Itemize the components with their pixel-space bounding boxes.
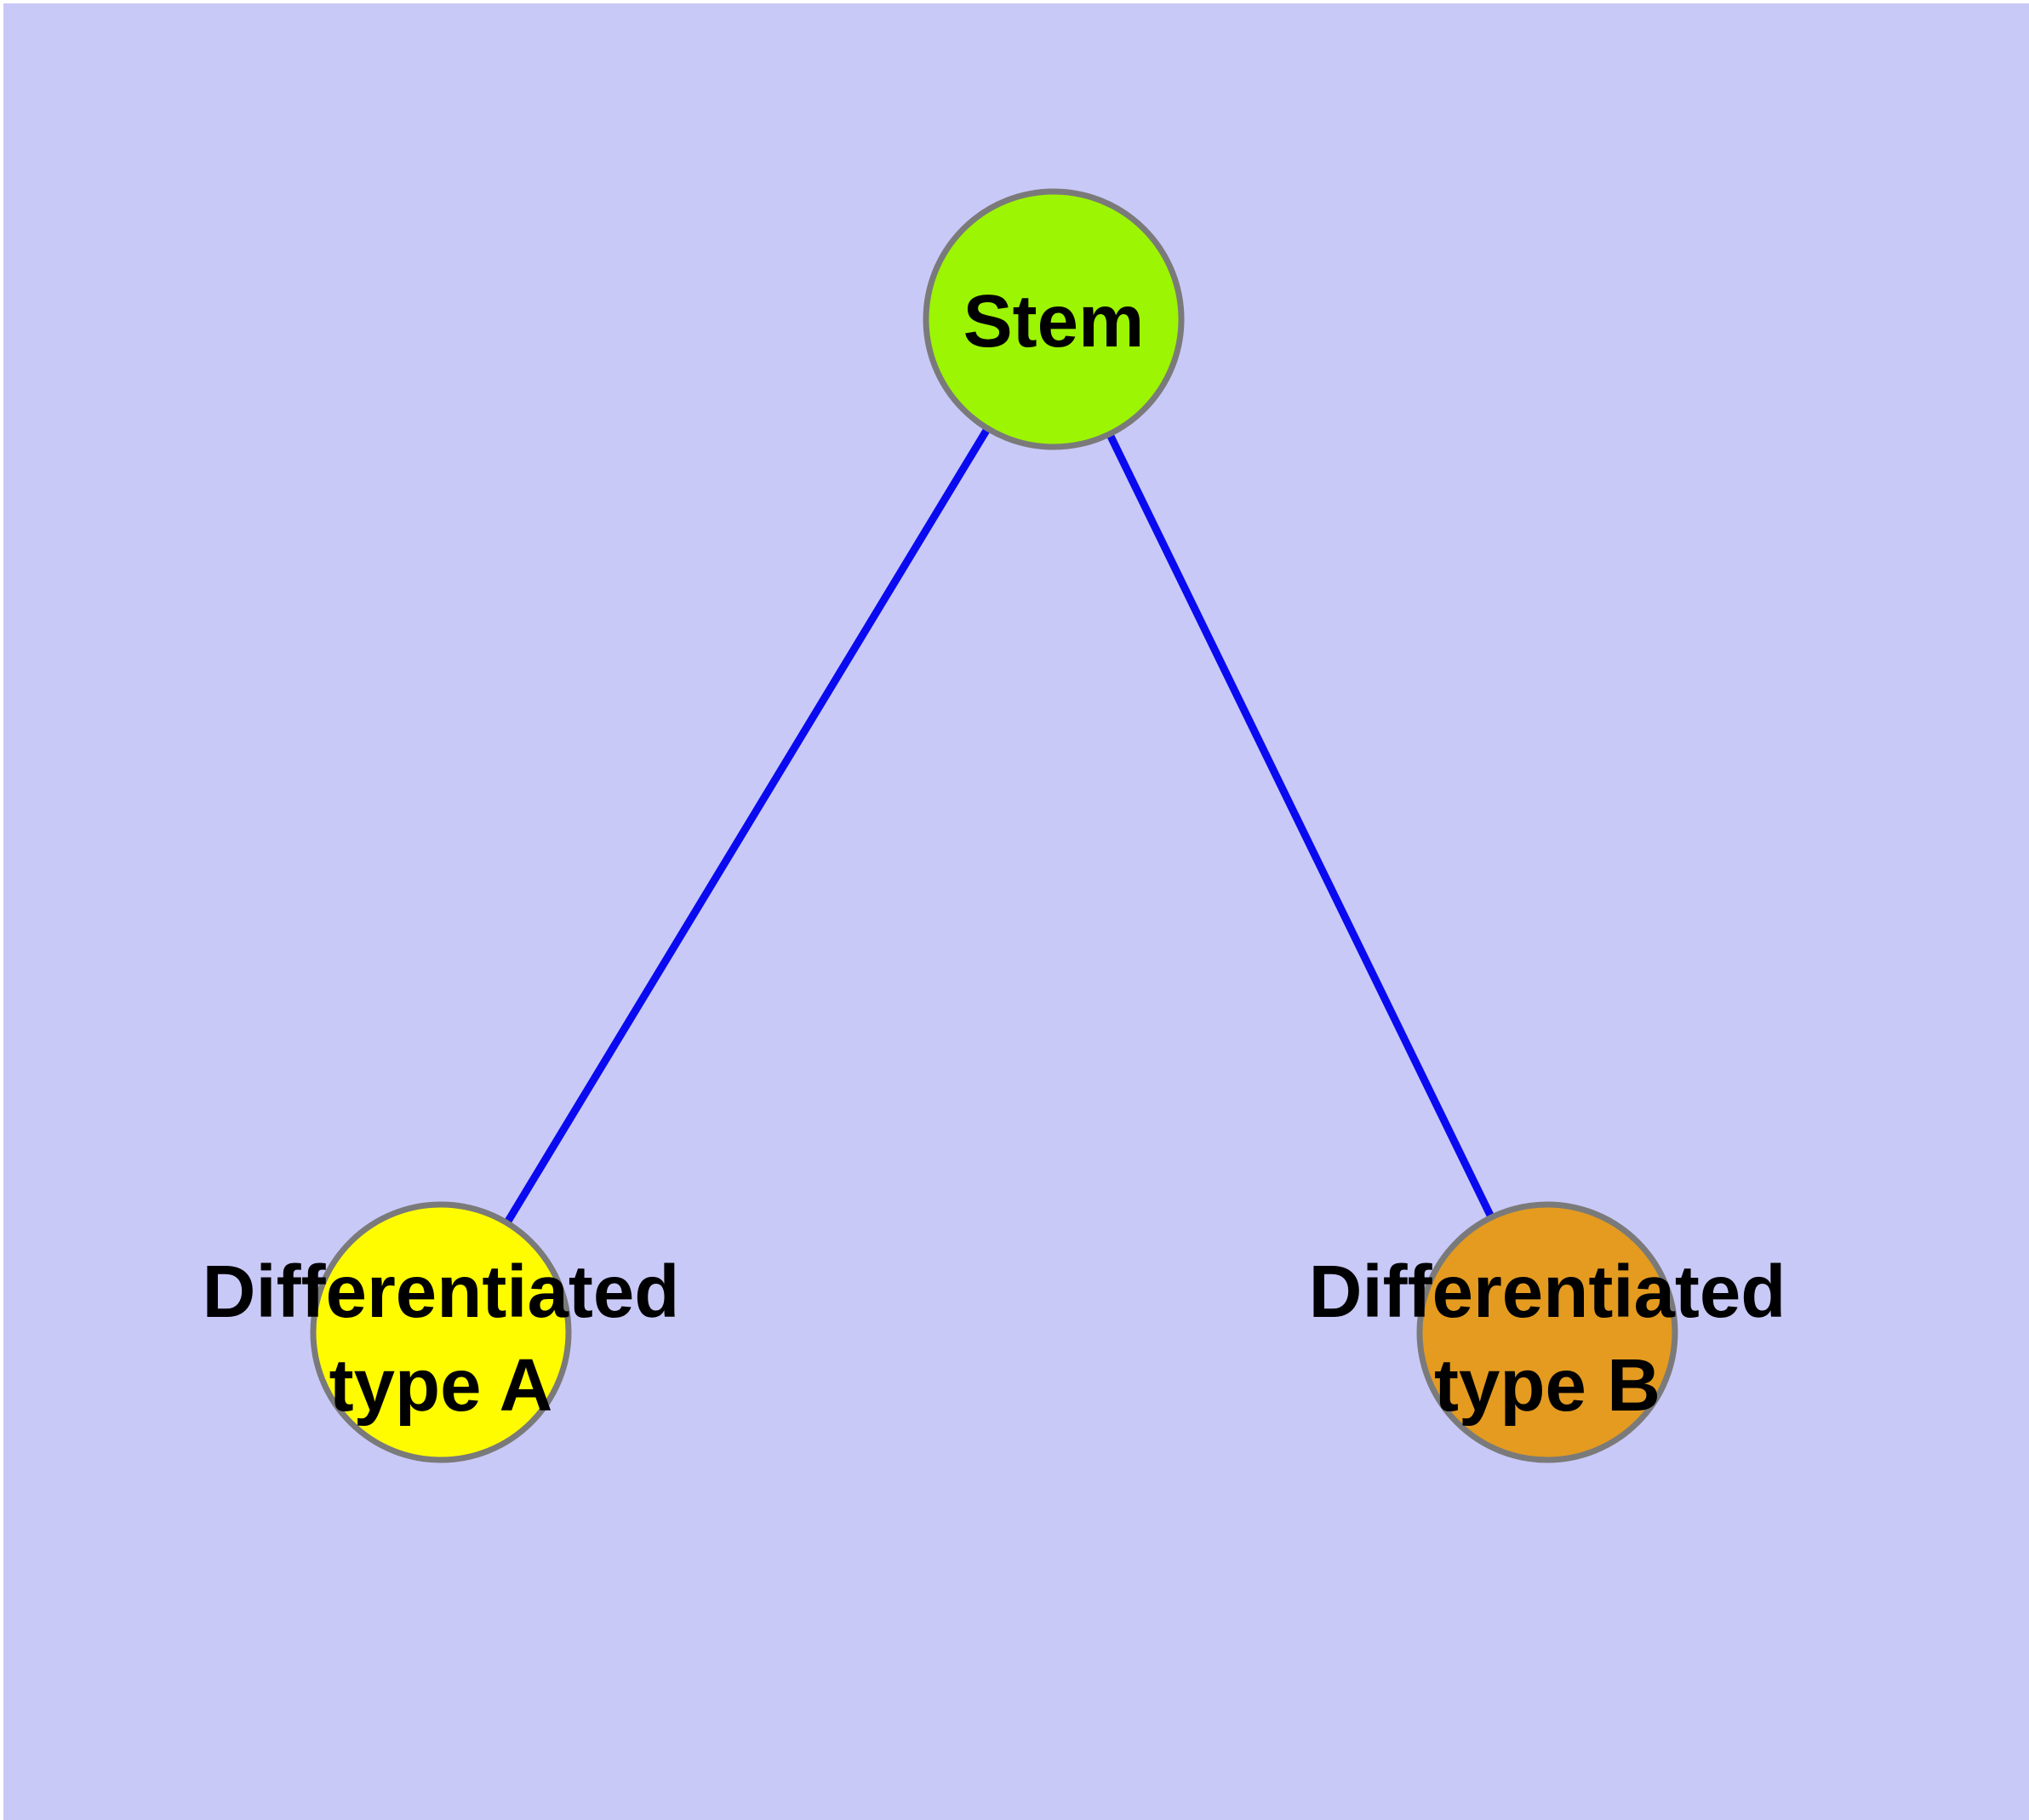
node-stem: Stem [923, 188, 1185, 450]
node-stem-label: Stem [963, 280, 1145, 363]
node-type-a-label-line1: Differentiated [203, 1251, 680, 1333]
node-type-a-circle [310, 1201, 572, 1463]
edge-stem-to-type-b [1049, 318, 1552, 1334]
node-differentiated-type-a: Differentiated type A [203, 1201, 680, 1463]
node-type-b-label-line1: Differentiated [1309, 1251, 1786, 1333]
node-differentiated-type-b: Differentiated type B [1309, 1201, 1786, 1463]
edge-stem-to-type-a [437, 317, 1057, 1335]
node-type-b-circle [1416, 1201, 1678, 1463]
node-type-a-label-line2: type A [329, 1344, 553, 1427]
node-type-b-label-line2: type B [1434, 1344, 1660, 1427]
node-stem-circle [923, 188, 1185, 450]
